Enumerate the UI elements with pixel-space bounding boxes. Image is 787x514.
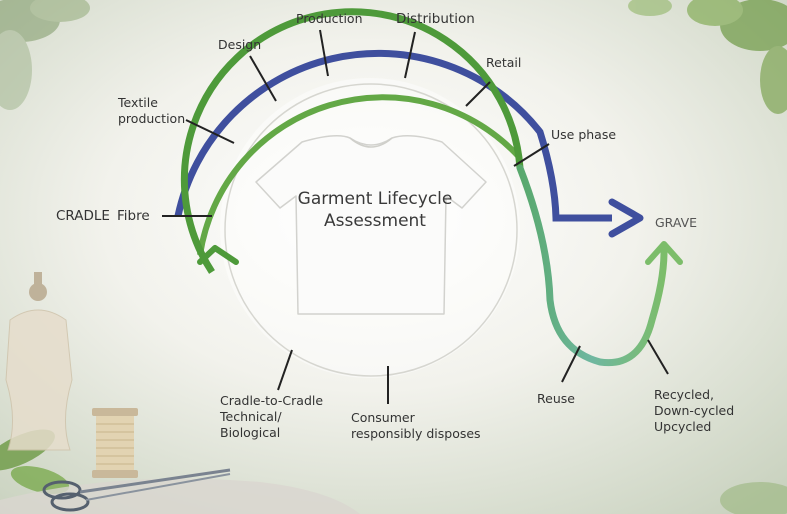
label-distribution: Distribution [396,11,475,27]
grave-arrowhead [608,198,644,238]
label-fibre: Fibre [117,208,150,224]
label-reuse: Reuse [537,391,575,406]
reuse-path [516,164,668,367]
diagram-title: Garment Lifecycle Assessment [297,189,453,231]
label-cradle-to-cradle: Cradle-to-Cradle Technical/ Biological [220,393,324,440]
tshirt-icon [255,135,487,315]
fabric [0,478,360,514]
thread-spool-icon [92,408,138,478]
leader-lines [162,29,669,404]
label-design: Design [218,37,262,52]
circular-path [180,8,524,274]
label-textile-production: Textile production [118,95,186,126]
label-use-phase: Use phase [551,127,617,142]
label-production: Production [296,11,363,26]
foliage-top-left [0,0,90,110]
inner-green-arc [197,94,523,256]
label-cradle: CRADLE [56,208,110,224]
label-consumer-disposes: Consumer responsibly disposes [351,410,481,441]
reuse-arrowhead [645,241,683,265]
circular-arrowhead [197,245,239,265]
scissors-icon [42,468,231,512]
mannequin-icon [5,272,73,451]
label-recycled: Recycled, Down-cycled Upcycled [654,387,735,434]
foliage-top-right [628,0,787,114]
label-retail: Retail [486,55,522,70]
foliage-bottom-right [720,482,787,514]
label-grave: GRAVE [655,215,698,230]
